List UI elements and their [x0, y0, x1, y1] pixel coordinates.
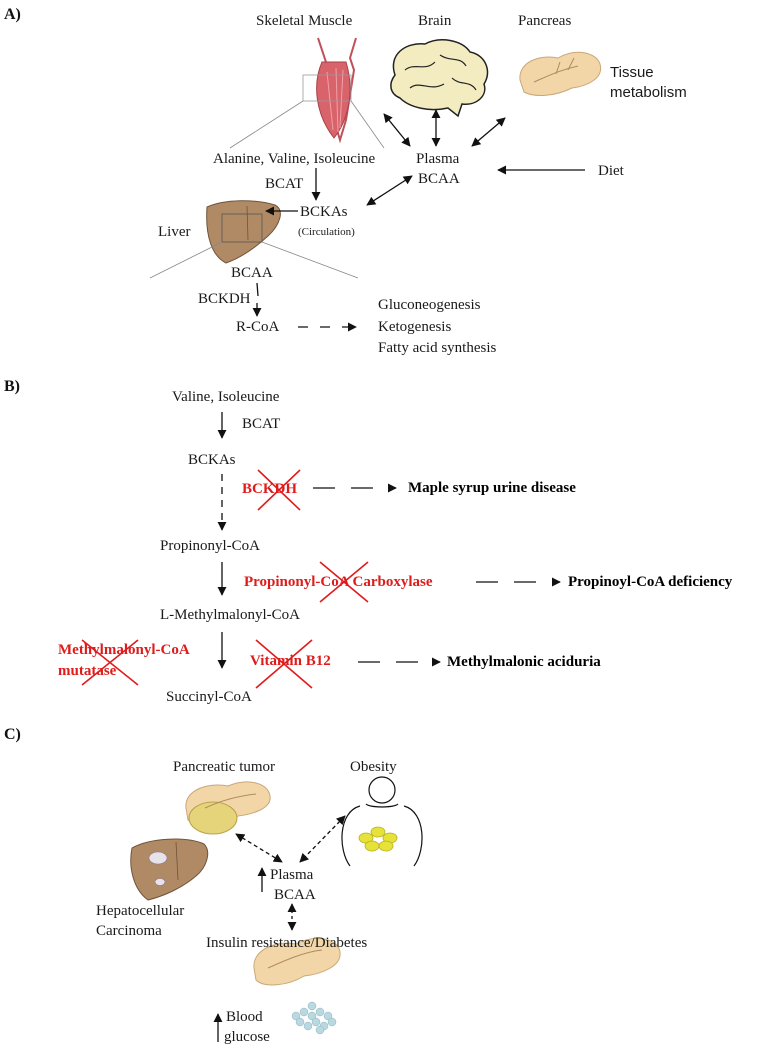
panel-b-arrows	[217, 412, 561, 669]
liver-icon-a	[206, 200, 281, 264]
bckdh-label-a: BCKDH	[198, 291, 251, 307]
obesity-body-icon	[341, 776, 423, 867]
propinonyl-coa-label: Propinonyl-CoA	[160, 538, 261, 554]
circulation-label: (Circulation)	[298, 226, 355, 238]
brain-icon	[390, 39, 489, 118]
metabolism-label: metabolism	[610, 84, 687, 101]
diet-label: Diet	[598, 163, 624, 179]
bcat-label-b: BCAT	[242, 416, 281, 432]
bcaa-label-a: BCAA	[418, 171, 460, 187]
ketogenesis-label: Ketogenesis	[378, 319, 452, 335]
panel-c-label: C)	[4, 726, 21, 743]
obesity-label: Obesity	[350, 759, 397, 775]
insulin-resistance-label: Insulin resistance/Diabetes	[206, 935, 368, 951]
skeletal-muscle-icon	[302, 37, 357, 144]
carboxylase-blocked-label: Propinonyl-CoA Carboxylase	[244, 574, 433, 590]
valine-isoleucine-label: Valine, Isoleucine	[172, 389, 280, 405]
bckas-label-b: BCKAs	[188, 452, 236, 468]
vitamin-b12-blocked-label: Vitamin B12	[250, 653, 331, 669]
plasma-label-a: Plasma	[416, 151, 460, 167]
bcat-label-a: BCAT	[265, 176, 304, 192]
msud-label: Maple syrup urine disease	[408, 480, 576, 496]
enzyme-block-crosses	[81, 469, 369, 689]
succinyl-coa-label: Succinyl-CoA	[166, 689, 252, 705]
fatty-acid-synthesis-label: Fatty acid synthesis	[378, 340, 497, 356]
hepatocellular-carcinoma-liver-icon	[130, 838, 209, 901]
pancreatic-tumor-icon	[185, 781, 271, 835]
blood-label: Blood	[226, 1009, 263, 1025]
pancreatic-tumor-label: Pancreatic tumor	[173, 759, 276, 775]
glucose-dots-icon	[291, 1001, 337, 1035]
panel-a-connectors	[149, 100, 385, 279]
hcc-label-1: Hepatocellular	[96, 903, 185, 919]
glucose-label: glucose	[224, 1029, 270, 1045]
plasma-label-c: Plasma	[270, 867, 314, 883]
panel-b-label: B)	[4, 378, 20, 395]
pancreas-label: Pancreas	[518, 13, 572, 29]
aciduria-label: Methylmalonic aciduria	[447, 654, 601, 670]
panel-c-arrows	[213, 815, 346, 1042]
propinoyl-deficiency-label: Propinoyl-CoA deficiency	[568, 574, 733, 590]
amino-acids-label: Alanine, Valine, Isoleucine	[213, 151, 376, 167]
liver-label: Liver	[158, 224, 191, 240]
mutase-blocked-label-2: mutatase	[58, 663, 117, 679]
panel-a-label: A)	[4, 6, 21, 23]
bckas-label-a: BCKAs	[300, 204, 348, 220]
gluconeogenesis-label: Gluconeogenesis	[378, 297, 481, 313]
mutase-blocked-label-1: Methylmalonyl-CoA	[58, 642, 190, 658]
tissue-label: Tissue	[610, 64, 654, 81]
liver-bcaa-label: BCAA	[231, 265, 273, 281]
methylmalonyl-coa-label: L-Methylmalonyl-CoA	[160, 607, 300, 623]
pancreas-icon	[519, 51, 602, 96]
pancreas-icon-c	[253, 937, 341, 986]
bckdh-blocked-label: BCKDH	[242, 481, 298, 497]
rcoa-label: R-CoA	[236, 319, 280, 335]
skeletal-muscle-label: Skeletal Muscle	[256, 13, 353, 29]
hcc-label-2: Carcinoma	[96, 923, 162, 939]
panel-a-arrows	[252, 109, 585, 332]
bcaa-label-c: BCAA	[274, 887, 316, 903]
brain-label: Brain	[418, 13, 452, 29]
